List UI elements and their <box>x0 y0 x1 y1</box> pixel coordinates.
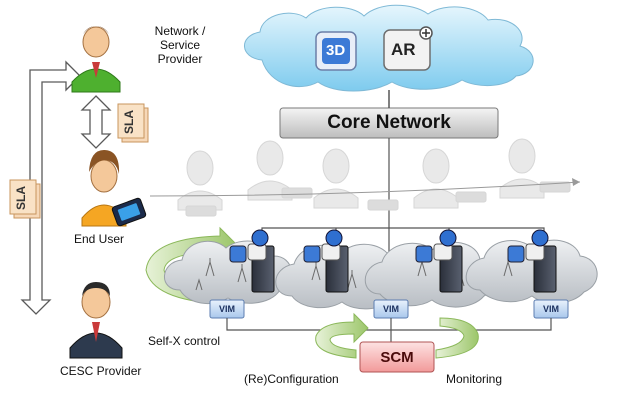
reconfiguration-label: (Re)Configuration <box>244 372 339 386</box>
monitoring-label: Monitoring <box>446 372 503 386</box>
sla-label-left: SLA <box>14 186 28 210</box>
monitoring-arrow <box>435 317 479 359</box>
vim-boxes <box>209 299 569 319</box>
core-network-label: Core Network <box>327 112 451 133</box>
cesc-provider-label: CESC Provider <box>60 364 142 378</box>
vim-label-right: VIM <box>542 304 559 314</box>
vim-bus <box>226 318 552 331</box>
cesc-provider-person <box>69 282 123 359</box>
end-user-label: End User <box>74 232 125 246</box>
scm-box <box>359 341 435 373</box>
network-provider-person <box>71 26 121 93</box>
reconfiguration-arrow <box>315 312 369 359</box>
self-x-control-label: Self-X control <box>148 334 221 348</box>
edge-app-icons <box>229 229 549 263</box>
vim-label-middle: VIM <box>382 304 399 314</box>
provider-user-arrow <box>20 60 81 315</box>
ar-app-icon <box>383 26 433 71</box>
sla-exchange-arrow <box>80 95 112 149</box>
3d-app-icon <box>315 31 357 71</box>
sla-document-left <box>9 179 41 219</box>
sla-document-middle <box>117 103 149 143</box>
end-user-person <box>81 150 147 227</box>
mobility-path <box>149 181 581 197</box>
ar-app-label: AR <box>391 40 416 59</box>
vim-label-left: VIM <box>218 304 235 314</box>
scm-label: SCM <box>380 348 414 366</box>
3d-app-label: 3D <box>326 42 346 59</box>
faded-users <box>177 138 571 217</box>
sla-label-middle: SLA <box>122 110 136 134</box>
network-provider-label: Network / Service Provider <box>154 24 206 66</box>
